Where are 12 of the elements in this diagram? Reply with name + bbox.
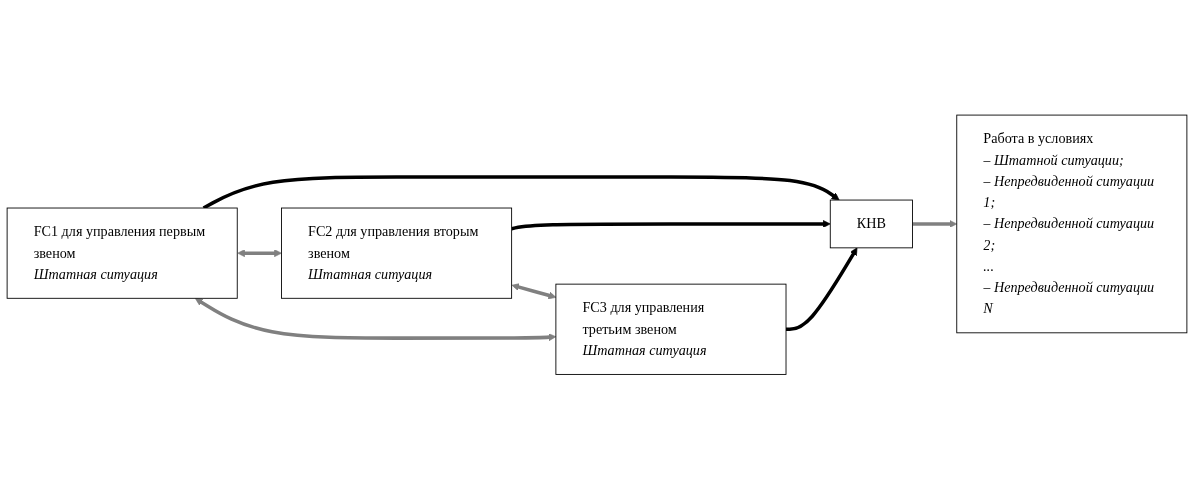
node-box: FC3 для управления третьим звеном Штатная ситуация: [555, 283, 787, 376]
node-box: Работа в условиях – Штатной ситуации; – Непредвиденной ситуации 1; – Непредвиденной ситуации 2; ... – Непредвиденной ситуации N: [956, 114, 1188, 334]
arrow: [912, 220, 958, 229]
node-box: FC2 для управления вторым звеном Штатная ситуация: [281, 207, 513, 299]
node-box: FC1 для управления первым звеном Штатная ситуация: [6, 207, 238, 299]
arrow: [195, 298, 557, 342]
arrow: [237, 249, 282, 258]
arrow: [202, 175, 840, 210]
arrow: [786, 247, 858, 332]
arrow: [511, 283, 557, 300]
node-box: КНВ: [829, 199, 913, 249]
arrow: [511, 220, 831, 231]
